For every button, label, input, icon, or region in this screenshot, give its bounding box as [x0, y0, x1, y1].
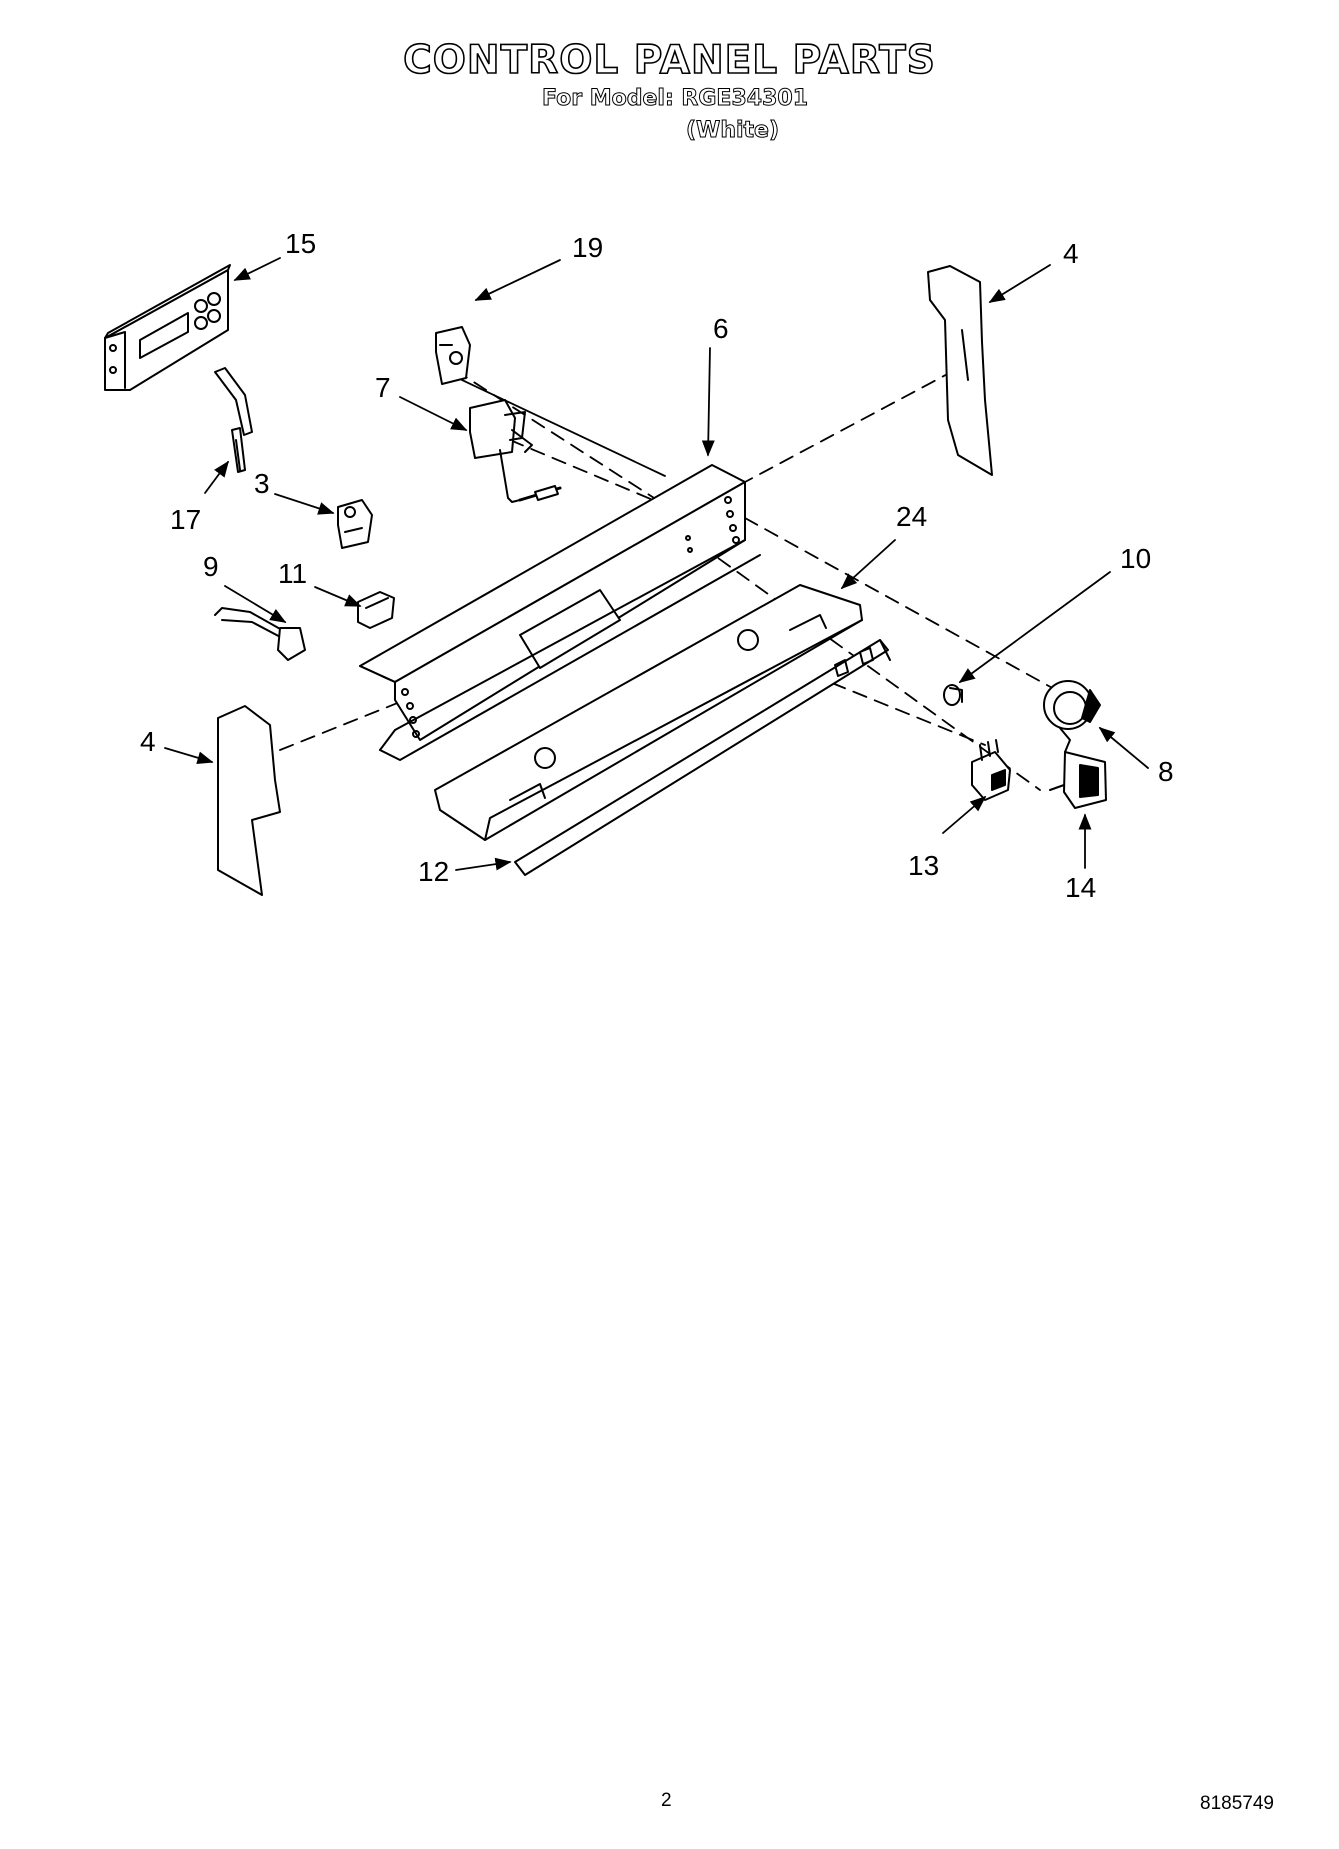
leader-arrows	[164, 257, 1149, 871]
callout-15: 15	[285, 228, 317, 259]
document-number: 8185749	[1200, 1793, 1274, 1814]
control-knob	[1043, 680, 1101, 730]
lower-trim-rail	[514, 639, 891, 876]
callout-8: 8	[1158, 756, 1174, 787]
push-button	[943, 684, 963, 706]
push-switch	[337, 499, 373, 549]
callout-14: 14	[1065, 872, 1097, 903]
panel-holes	[401, 496, 740, 738]
callout-10: 10	[1120, 543, 1152, 574]
model-line: For Model: RGE34301	[542, 86, 809, 112]
callout-12: 12	[418, 856, 450, 887]
side-trim-right	[927, 265, 993, 476]
callout-7: 7	[375, 372, 391, 403]
callout-17: 17	[170, 504, 202, 535]
diagram-title: CONTROL PANEL PARTS	[402, 37, 936, 84]
callout-11: 11	[278, 558, 308, 589]
callout-19: 19	[572, 232, 604, 263]
callout-9: 9	[203, 551, 219, 582]
color-variant: (White)	[685, 118, 780, 144]
control-panel	[359, 464, 761, 761]
side-trim-left	[217, 705, 281, 896]
electronic-control-board	[104, 264, 231, 391]
callout-3: 3	[254, 468, 270, 499]
panel-backing-plate	[434, 584, 863, 841]
indicator-light	[1049, 727, 1107, 809]
harness-wire	[461, 379, 666, 477]
selector-switch	[469, 399, 562, 503]
callout-6: 6	[713, 313, 729, 344]
callout-4-right: 4	[1063, 238, 1079, 269]
thermostat-component	[435, 326, 471, 385]
assembly-lines	[279, 369, 1066, 791]
callout-24: 24	[896, 501, 928, 532]
cable-connector	[214, 607, 306, 661]
callout-13: 13	[908, 850, 940, 881]
callout-4-left: 4	[140, 726, 156, 757]
wire-harness	[214, 367, 253, 473]
terminal-connector	[971, 739, 1011, 801]
page-number: 2	[661, 1790, 672, 1811]
mounting-clip	[357, 591, 395, 629]
